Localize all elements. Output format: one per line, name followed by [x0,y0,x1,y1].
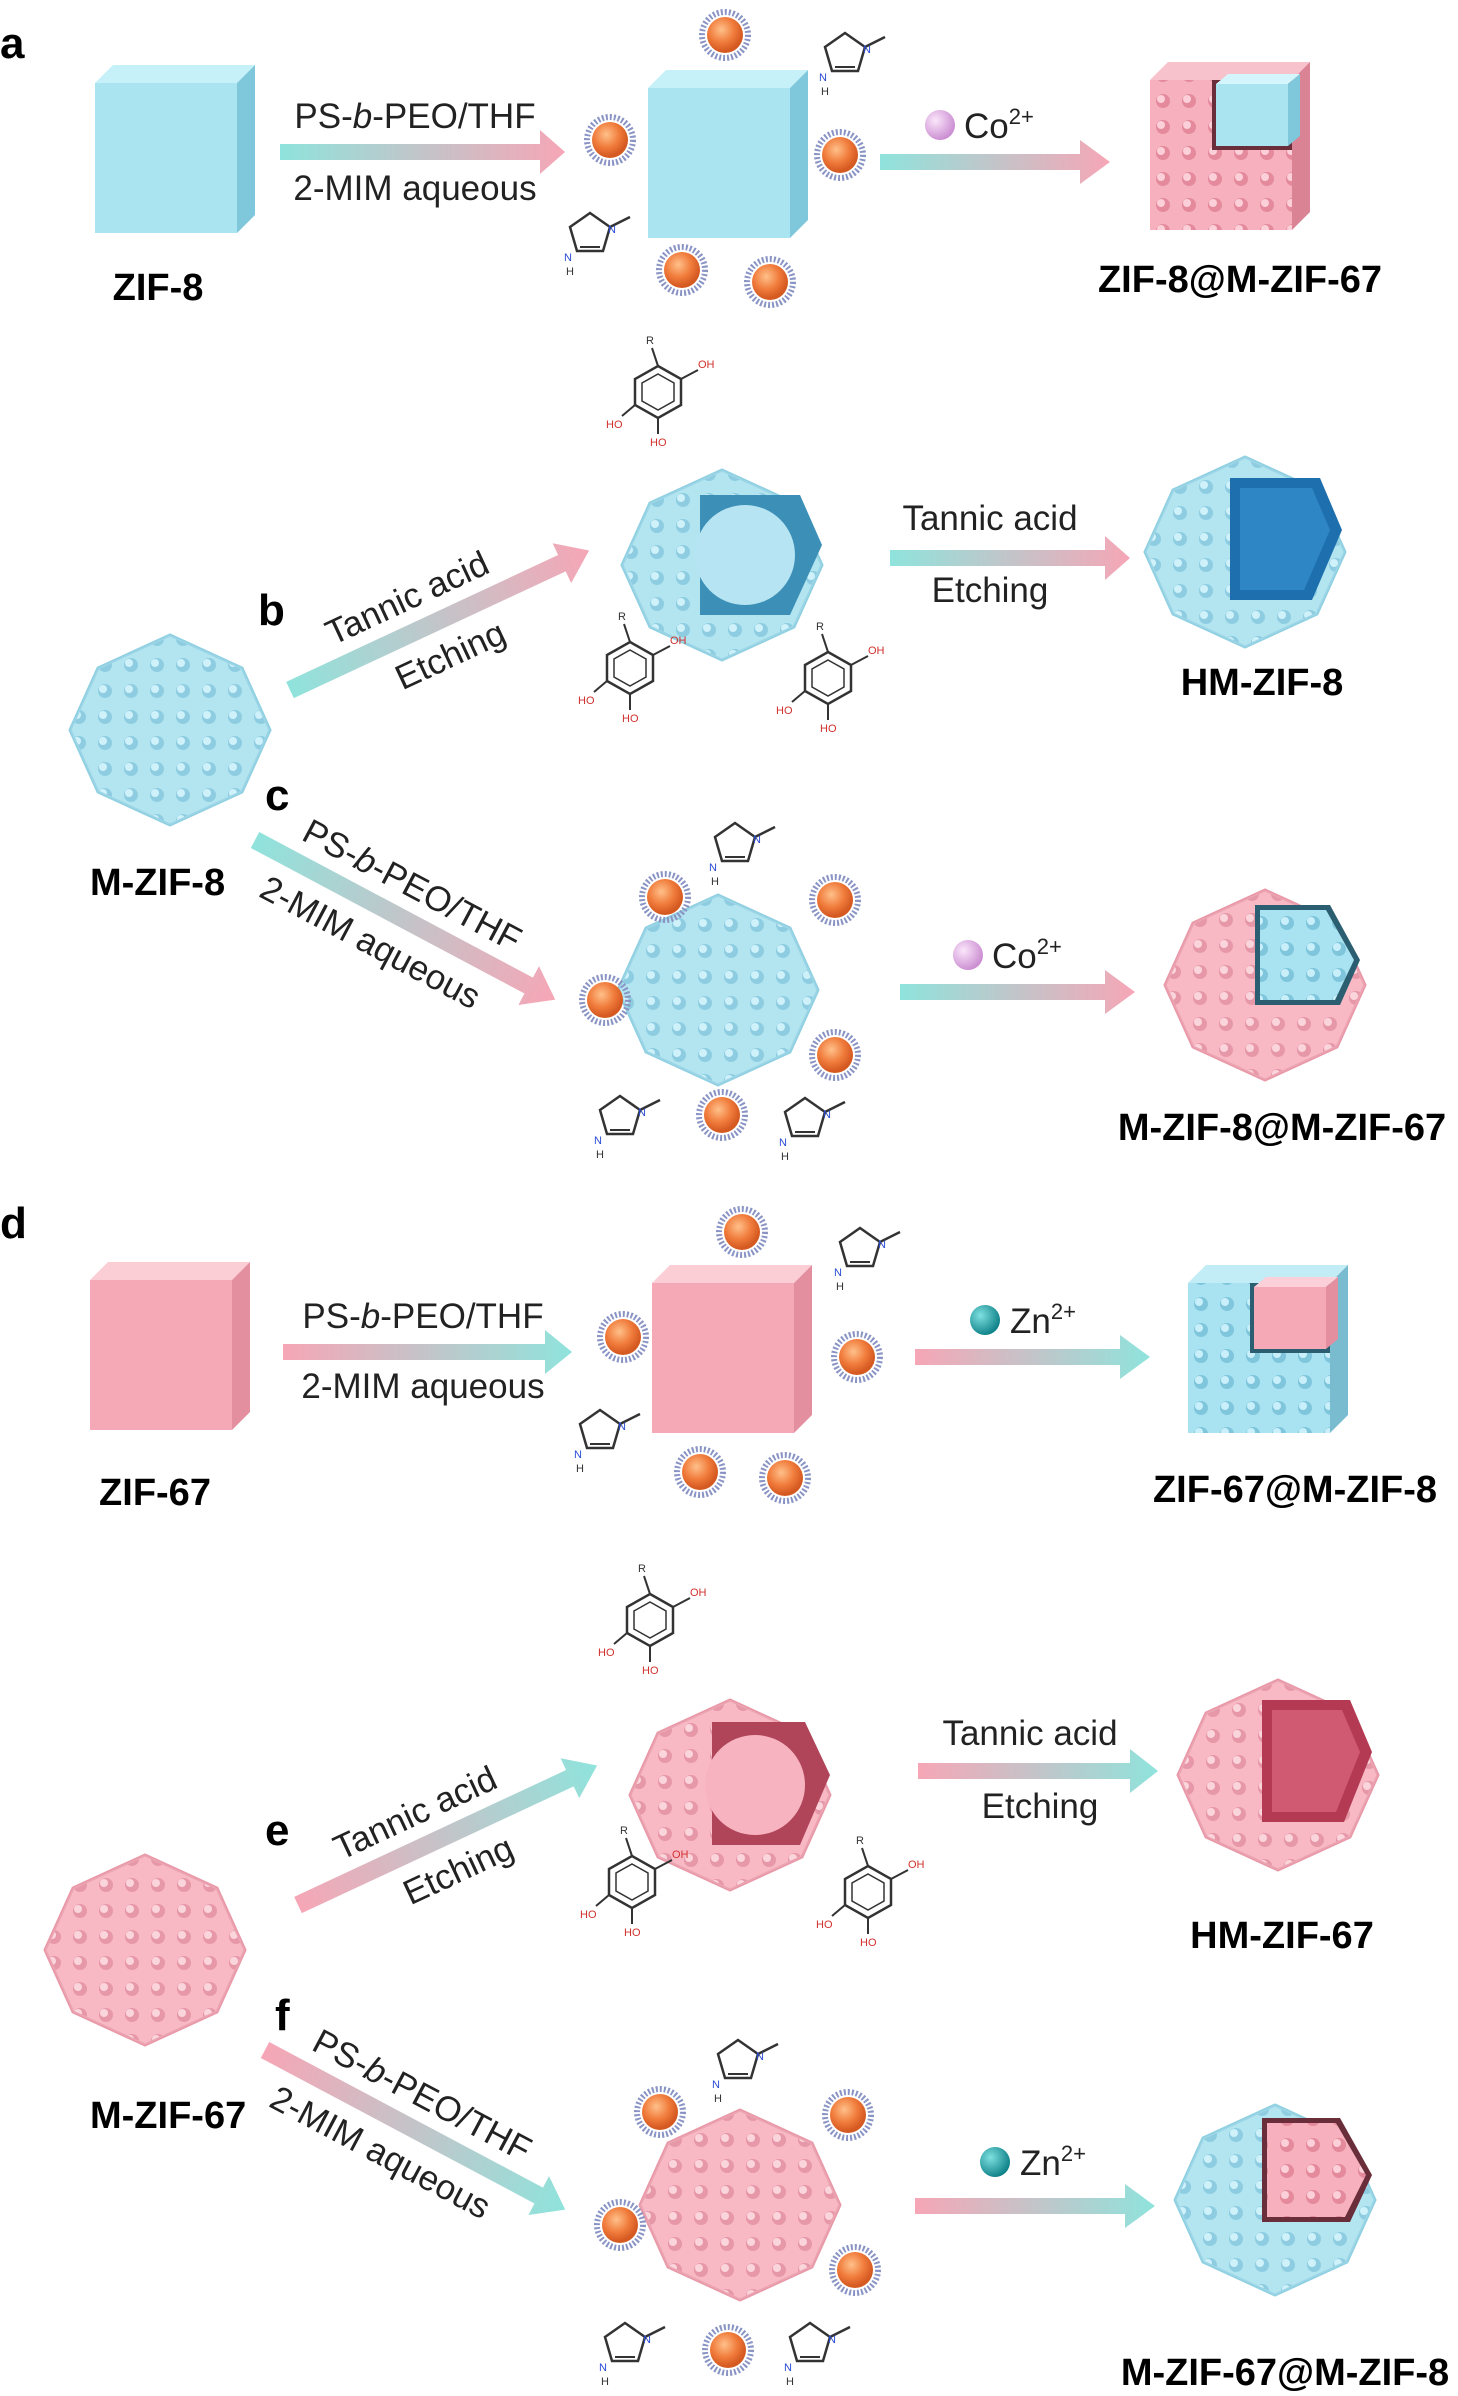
label-mzif67-at-mzif8: M-ZIF-67@M-ZIF-8 [1121,2352,1449,2394]
panel-b: b Tannic acid Etching Tannic acid Etchin… [68,333,1347,827]
mzif8-dodecahedron [68,633,272,827]
label-zif8: ZIF-8 [113,267,204,309]
micelle-icon [600,1314,646,1360]
2-mim-molecule-icon [592,1094,662,1163]
micelle-icon [699,1092,745,1138]
zif67-cube-micelles [652,1265,812,1433]
panel-letter-b: b [258,586,285,635]
arrow-b1 [286,543,590,699]
2-mim-molecule-icon [597,2321,667,2390]
arrow-c2 [900,970,1135,1014]
micelle-icon [677,1449,723,1495]
arrow-d2 [915,1335,1150,1379]
micelle-icon [812,877,858,923]
label-mzif67: M-ZIF-67 [90,2095,246,2137]
cond-b3: Tannic acid [902,499,1077,538]
co-ion-icon [953,940,983,970]
arrow-c1 [250,832,556,1005]
2-mim-molecule-icon [707,821,777,890]
label-mzif8-at-mzif67: M-ZIF-8@M-ZIF-67 [1118,1107,1446,1149]
panel-c: M-ZIF-8 c PS-b-PEO/THF 2-MIM aqueous Co2… [90,771,1446,1165]
micelle-icon [812,1032,858,1078]
arrow-f1 [260,2042,566,2215]
cond-d1: PS-b-PEO/THF [302,1297,543,1336]
micelle-icon [832,2247,878,2293]
mzif67-dodecahedron [43,1853,247,2047]
micelle-icon [659,247,705,293]
panel-letter-a: a [0,19,25,68]
ion-a: Co2+ [964,104,1034,146]
arrow-e2 [918,1749,1158,1793]
panel-letter-f: f [275,1991,290,2040]
panel-e: e Tannic acid Etching Tannic acid Etchin… [43,1561,1380,2047]
tannic-acid-icon [596,1561,708,1679]
zif67-cube [90,1262,250,1430]
zif67-at-mzif8-cube [1188,1265,1348,1433]
panel-letter-e: e [265,1806,289,1855]
cond-b4: Etching [932,571,1049,610]
micelle-icon [597,2202,643,2248]
mzif67-with-micelles [638,2108,842,2302]
arrow-a1 [280,130,565,174]
label-hm-zif67: HM-ZIF-67 [1190,1915,1374,1957]
micelle-icon [817,132,863,178]
2-mim-molecule-icon [782,2321,852,2390]
label-mzif8: M-ZIF-8 [90,862,225,904]
micelle-icon [642,874,688,920]
micelle-icon [637,2089,683,2135]
arrow-a2 [880,140,1110,184]
label-zif8-at-mzif67: ZIF-8@M-ZIF-67 [1098,259,1382,301]
mzif8-with-micelles [616,893,820,1087]
arrow-e1 [294,1758,598,1914]
2-mim-molecule-icon [817,31,887,100]
micelle-icon [747,259,793,305]
tannic-acid-icon [774,619,886,737]
cond-e4: Etching [982,1787,1099,1826]
tannic-acid-icon [814,1833,926,1951]
zif8-cube [95,65,255,233]
zif8-cube-micelles [648,70,808,238]
arrow-b2 [890,536,1130,580]
2-mim-molecule-icon [572,1408,642,1477]
panel-d: d ZIF-67 PS-b-PEO/THF 2-MIM aqueous Zn2+… [0,1199,1437,1514]
tannic-acid-icon [604,333,716,451]
micelle-icon [705,2327,751,2373]
zn-ion-icon [970,1305,1000,1335]
panel-a: a ZIF-8 PS-b-PEO/THF 2-MIM aqueous Co2+ … [0,12,1382,309]
2-mim-molecule-icon [777,1096,847,1165]
ion-d: Zn2+ [1010,1299,1076,1341]
panel-letter-c: c [265,771,289,820]
label-zif67: ZIF-67 [99,1472,211,1514]
micelle-icon [825,2092,871,2138]
arrow-d1 [283,1330,572,1374]
micelle-icon [834,1334,880,1380]
cond-d2: 2-MIM aqueous [301,1367,544,1406]
micelle-icon [587,117,633,163]
2-mim-molecule-icon [710,2038,780,2107]
zif8-at-mzif67-cube [1150,62,1310,230]
micelle-icon [582,977,628,1023]
cond-e3: Tannic acid [942,1714,1117,1753]
cond-a2: 2-MIM aqueous [293,169,536,208]
ion-f: Zn2+ [1020,2141,1086,2183]
2-mim-molecule-icon [832,1226,902,1295]
ion-c: Co2+ [992,934,1062,976]
cond-a1: PS-b-PEO/THF [294,97,535,136]
panel-letter-d: d [0,1199,27,1248]
micelle-icon [762,1455,808,1501]
arrow-f2 [915,2184,1155,2228]
2-mim-molecule-icon [562,211,632,280]
zn-ion-icon [980,2147,1010,2177]
micelle-icon [702,12,748,58]
micelle-icon [719,1209,765,1255]
co-ion-icon [925,110,955,140]
label-hm-zif8: HM-ZIF-8 [1181,662,1344,704]
label-zif67-at-mzif8: ZIF-67@M-ZIF-8 [1153,1469,1437,1511]
panel-f: M-ZIF-67 f PS-b-PEO/THF 2-MIM aqueous Zn… [90,1991,1449,2394]
